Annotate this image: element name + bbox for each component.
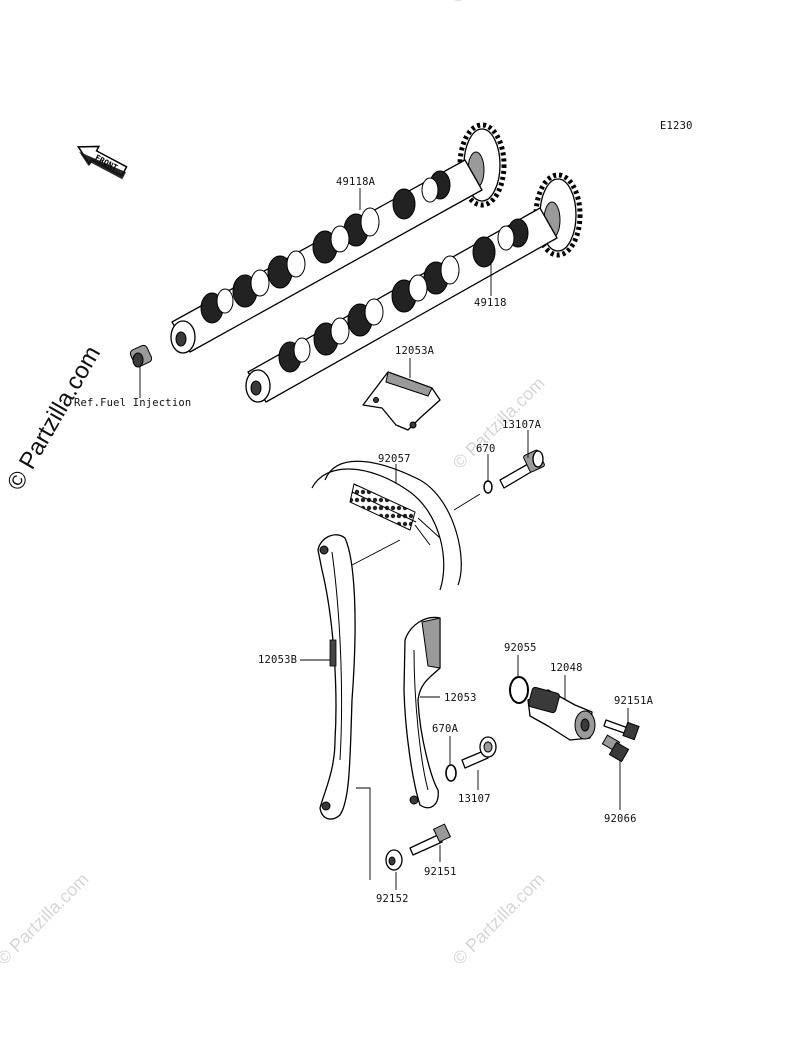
fuel-injection-cam-icon [129,344,153,368]
watermark-faint: © Partzilla.com [449,869,549,969]
chain-guide-long [317,534,356,820]
callout-labels: 49118A 49118 12053A 13107A 670 92057 120… [74,176,654,905]
guide-bolt-lower [461,736,497,769]
callout-92151a: 92151A [614,695,654,707]
front-arrow-icon: FRONT [76,145,128,180]
chain-tensioner [527,686,596,741]
callout-12053: 12053 [444,692,477,704]
collar-92152 [385,849,403,871]
callout-92151: 92151 [424,866,457,878]
callout-12053a: 12053A [395,345,435,357]
timing-chain [311,460,462,591]
callout-92066: 92066 [604,813,637,825]
diagram-code: E1230 [660,120,693,132]
o-ring-670a [445,764,457,782]
leader-lines [139,188,629,890]
chain-guide-upper [362,371,441,431]
bolt-92151 [409,823,452,856]
camshaft-exhaust [245,172,583,403]
gasket-92055 [509,676,529,704]
o-ring-670 [483,480,493,494]
callout-49118: 49118 [474,297,507,309]
callout-12053b: 12053B [258,654,297,666]
callout-13107: 13107 [458,793,491,805]
callout-13107a: 13107A [502,419,542,431]
bolt-92151a [603,719,640,741]
callout-92055: 92055 [504,642,537,654]
callout-92057: 92057 [378,453,411,465]
callout-12048: 12048 [550,662,583,674]
plug-92066 [601,734,630,763]
guide-bolt-upper [499,449,545,489]
callout-92152: 92152 [376,893,409,905]
watermark-faint: © Partzilla.com [447,0,547,7]
ref-note: Ref.Fuel Injection [74,397,191,409]
callout-670: 670 [476,443,496,455]
chain-guide-tensioner [403,616,441,809]
watermark-faint: © Partzilla.com [0,869,93,969]
camshaft-intake [129,122,507,368]
callout-670a: 670A [432,723,459,735]
callout-49118a: 49118A [336,176,376,188]
watermark-vertical: © Partzilla.com [2,341,106,495]
